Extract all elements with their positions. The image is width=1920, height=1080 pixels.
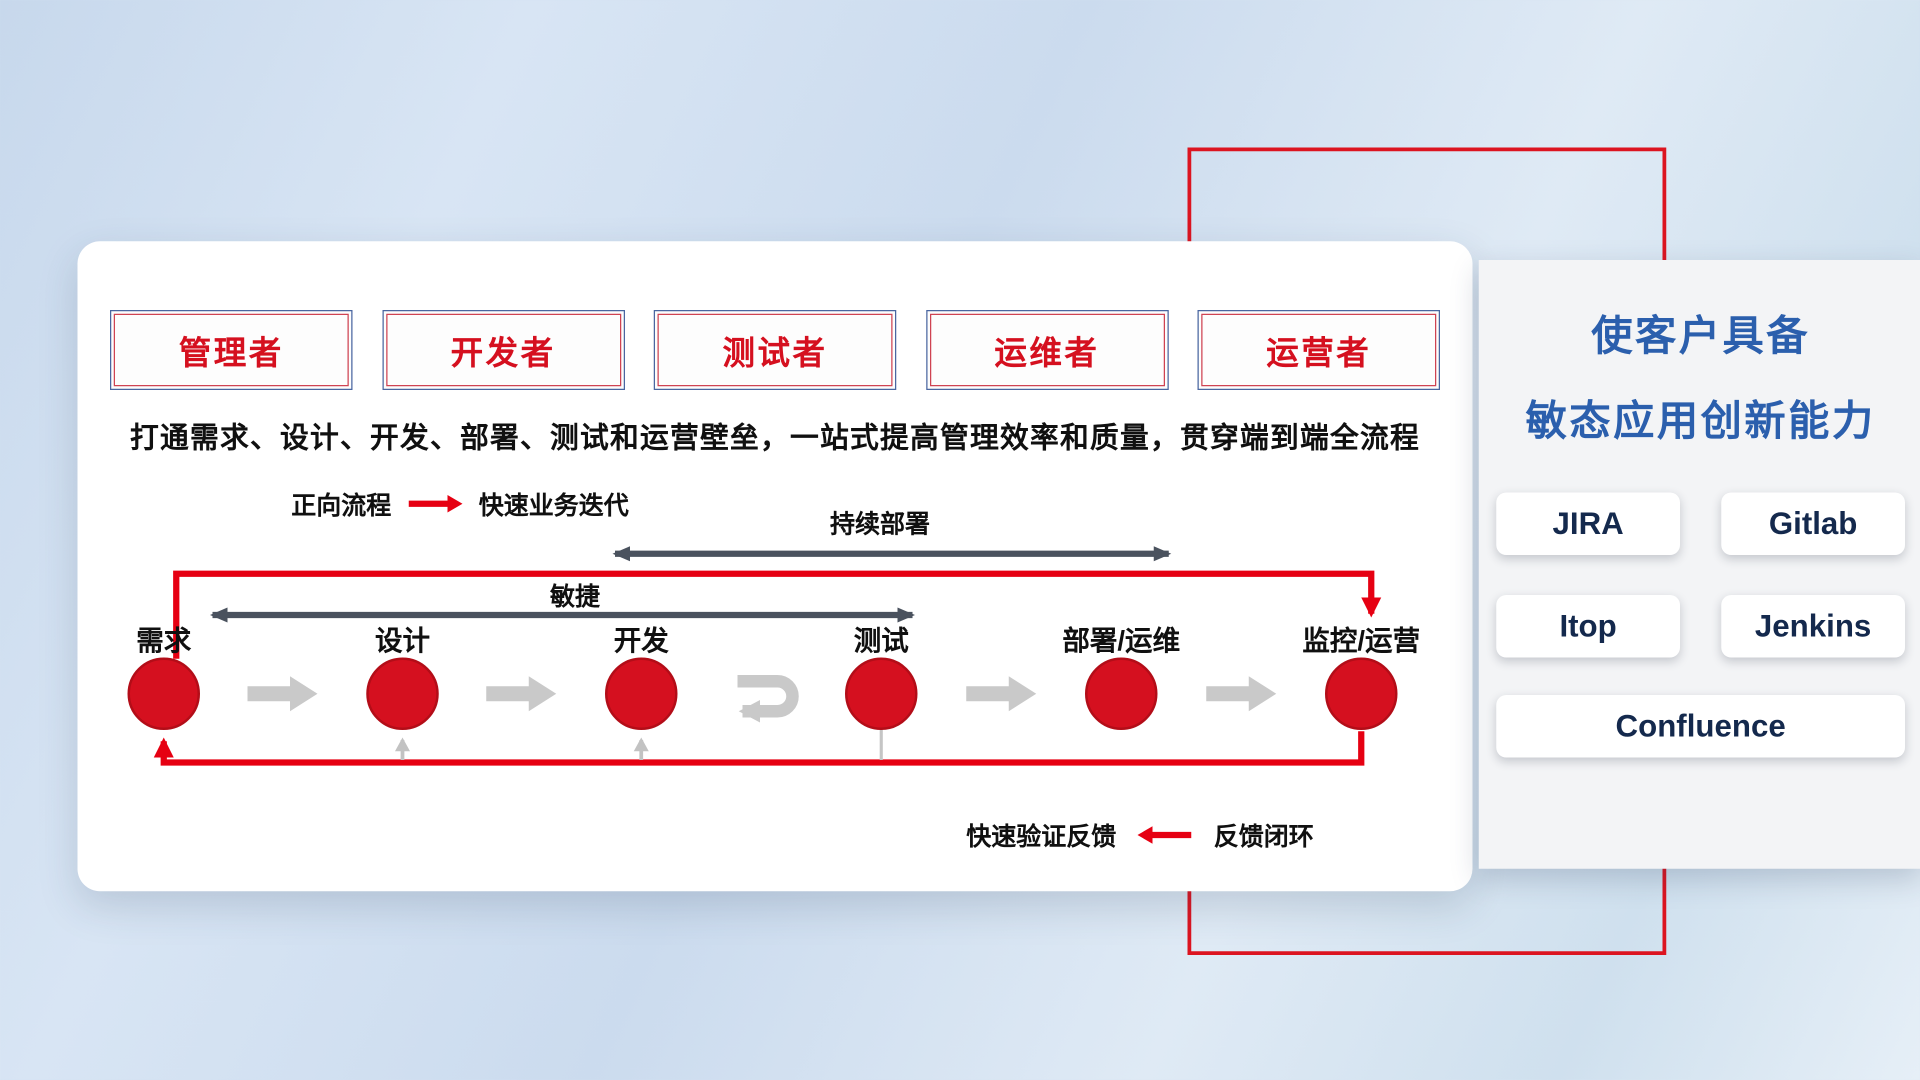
iterate-loop-arrow bbox=[737, 675, 799, 723]
feedback-loop-line bbox=[153, 731, 1365, 766]
panel-title-line2: 敏态应用创新能力 bbox=[1525, 397, 1876, 444]
role-label: 运营者 bbox=[1266, 333, 1372, 371]
node-label-design: 设计 bbox=[374, 625, 430, 657]
node-design bbox=[366, 657, 439, 730]
forward-loop-line bbox=[173, 570, 1382, 659]
node-label-monitor-operate: 监控/运营 bbox=[1302, 625, 1421, 657]
node-develop bbox=[605, 657, 678, 730]
forward-legend-label: 正向流程 bbox=[291, 492, 392, 521]
card-subtitle: 打通需求、设计、开发、部署、测试和运营壁垒，一站式提高管理效率和质量，贯穿端到端… bbox=[130, 421, 1420, 454]
node-requirement bbox=[127, 657, 200, 730]
node-label-requirement: 需求 bbox=[136, 625, 192, 657]
role-label: 管理者 bbox=[178, 333, 284, 371]
node-label-test: 测试 bbox=[853, 625, 909, 657]
tool-badge-itop: Itop bbox=[1496, 595, 1680, 658]
feedback-legend-desc: 反馈闭环 bbox=[1213, 823, 1314, 852]
role-boxes-row: 管理者 开发者 测试者 运维者 运营者 bbox=[110, 310, 1440, 390]
role-box-manager: 管理者 bbox=[110, 310, 353, 390]
node-monitor-operate bbox=[1325, 657, 1398, 730]
right-arrow-red-icon bbox=[408, 494, 463, 512]
tool-badge-confluence: Confluence bbox=[1496, 695, 1905, 758]
role-label: 运维者 bbox=[994, 333, 1100, 371]
tool-badge-jira: JIRA bbox=[1496, 492, 1680, 555]
node-test bbox=[845, 657, 918, 730]
capability-panel: 使客户具备 敏态应用创新能力 JIRA Gitlab Itop Jenkins … bbox=[1478, 260, 1920, 869]
tool-badge-gitlab: Gitlab bbox=[1721, 492, 1905, 555]
node-label-develop: 开发 bbox=[613, 625, 669, 657]
role-box-operator: 运营者 bbox=[1197, 310, 1440, 390]
role-label: 测试者 bbox=[722, 333, 828, 371]
role-label: 开发者 bbox=[450, 333, 556, 371]
feedback-legend: 快速验证反馈 反馈闭环 bbox=[966, 816, 1314, 852]
role-box-tester: 测试者 bbox=[653, 310, 897, 390]
left-arrow-red-icon bbox=[1137, 825, 1192, 844]
role-box-ops: 运维者 bbox=[925, 310, 1169, 390]
step-arrow-4 bbox=[1206, 676, 1277, 712]
forward-legend: 正向流程 快速业务迭代 bbox=[291, 485, 629, 521]
agile-label: 敏捷 bbox=[550, 583, 600, 612]
step-arrow-3 bbox=[966, 676, 1037, 712]
continuous-deploy-label: 持续部署 bbox=[830, 511, 930, 539]
role-box-developer: 开发者 bbox=[381, 310, 625, 390]
forward-legend-desc: 快速业务迭代 bbox=[478, 492, 629, 521]
devops-flow-card: 管理者 开发者 测试者 运维者 运营者 打通需求、设计、开发、部署、测试和运营壁… bbox=[77, 241, 1473, 892]
panel-title-line1: 使客户具备 bbox=[1591, 312, 1810, 359]
node-deploy-ops bbox=[1085, 657, 1158, 730]
flow-diagram-graphic bbox=[127, 546, 1398, 766]
step-arrow-1 bbox=[247, 676, 318, 712]
step-arrow-2 bbox=[486, 676, 557, 712]
tool-badge-jenkins: Jenkins bbox=[1721, 595, 1905, 658]
node-label-deploy-ops: 部署/运维 bbox=[1062, 625, 1181, 657]
feedback-legend-label: 快速验证反馈 bbox=[966, 823, 1117, 852]
